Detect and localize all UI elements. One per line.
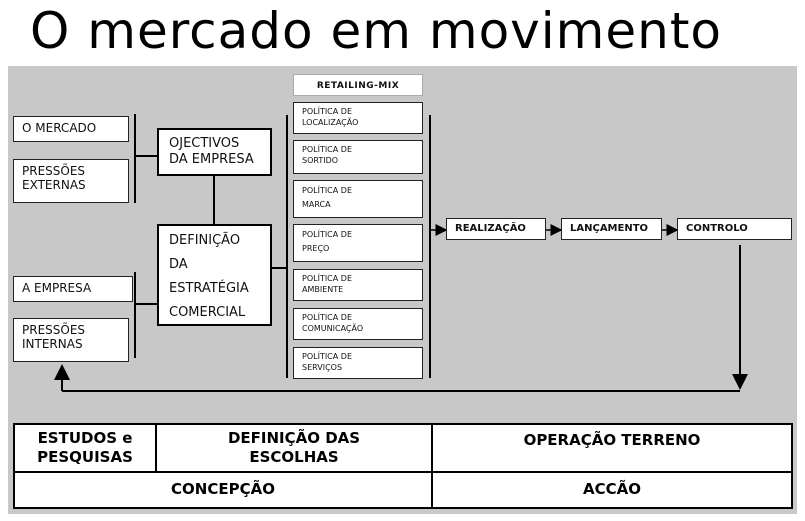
- definicao-line4: COMERCIAL: [169, 305, 246, 320]
- policy-line2: SORTIDO: [302, 156, 339, 165]
- pressoes-internas-line2: INTERNAS: [22, 337, 83, 351]
- step-controlo: CONTROLO: [677, 218, 792, 240]
- objectivos-line2: DA EMPRESA: [169, 152, 254, 167]
- cell-operacao-terreno: OPERAÇÃO TERRENO: [433, 425, 791, 473]
- policy-line1: POLÍTICA DE: [302, 145, 352, 154]
- cell-operacao-terreno-text: OPERAÇÃO TERRENO: [523, 431, 701, 449]
- policy-line1: POLÍTICA DE: [302, 107, 352, 116]
- phases-table: ESTUDOS e PESQUISAS DEFINIÇÃO DAS ESCOLH…: [13, 423, 793, 509]
- cell-estudos-text: ESTUDOS e PESQUISAS: [37, 429, 133, 466]
- pressoes-internas-line1: PRESSÕES: [22, 323, 86, 337]
- input-o-mercado: O MERCADO: [13, 116, 129, 142]
- cell-concepcao-text: CONCEPÇÃO: [171, 480, 275, 498]
- policy-marca: POLÍTICA DE MARCA: [293, 180, 423, 218]
- definicao-line1: DEFINIÇÃO: [169, 233, 241, 248]
- cell-estudos: ESTUDOS e PESQUISAS: [15, 425, 157, 473]
- policy-servicos: POLÍTICA DE SERVIÇOS: [293, 347, 423, 379]
- policy-line2: COMUNICAÇÃO: [302, 324, 364, 333]
- page-title: O mercado em movimento: [30, 2, 723, 60]
- policy-line1: POLÍTICA DE: [302, 274, 352, 283]
- step-lancamento: LANÇAMENTO: [561, 218, 662, 240]
- policy-line2: AMBIENTE: [302, 285, 344, 294]
- policy-ambiente: POLÍTICA DE AMBIENTE: [293, 269, 423, 301]
- input-pressoes-externas: PRESSÕES EXTERNAS: [13, 159, 129, 203]
- policy-comunicacao: POLÍTICA DE COMUNICAÇÃO: [293, 308, 423, 340]
- definicao-box: DEFINIÇÃO DA ESTRATÉGIA COMERCIAL: [157, 224, 272, 326]
- policy-line2: MARCA: [302, 200, 331, 209]
- cell-accao: ACCÃO: [433, 473, 791, 507]
- policy-line2: PREÇO: [302, 244, 330, 253]
- retailing-mix-header: RETAILING-MIX: [293, 74, 423, 96]
- policy-line1: POLÍTICA DE: [302, 186, 352, 195]
- policy-localizacao: POLÍTICA DE LOCALIZAÇÃO: [293, 102, 423, 134]
- cell-accao-text: ACCÃO: [583, 480, 641, 498]
- pressoes-externas-line2: EXTERNAS: [22, 178, 86, 192]
- objectivos-line1: OJECTIVOS: [169, 136, 240, 151]
- policy-line1: POLÍTICA DE: [302, 313, 352, 322]
- step-realizacao: REALIZAÇÃO: [446, 218, 546, 240]
- definicao-line3: ESTRATÉGIA: [169, 281, 249, 296]
- pressoes-externas-line1: PRESSÕES: [22, 164, 86, 178]
- cell-concepcao: CONCEPÇÃO: [15, 473, 433, 507]
- policy-line1: POLÍTICA DE: [302, 230, 352, 239]
- policy-sortido: POLÍTICA DE SORTIDO: [293, 140, 423, 174]
- input-a-empresa: A EMPRESA: [13, 276, 133, 302]
- objectivos-box: OJECTIVOS DA EMPRESA: [157, 128, 272, 176]
- cell-definicao-escolhas-text: DEFINIÇÃO DAS ESCOLHAS: [227, 429, 361, 466]
- policy-preco: POLÍTICA DE PREÇO: [293, 224, 423, 262]
- policy-line2: LOCALIZAÇÃO: [302, 118, 359, 127]
- policy-line2: SERVIÇOS: [302, 363, 343, 372]
- cell-definicao-escolhas: DEFINIÇÃO DAS ESCOLHAS: [157, 425, 433, 473]
- input-a-empresa-label: A EMPRESA: [22, 281, 92, 295]
- definicao-line2: DA: [169, 257, 188, 272]
- input-o-mercado-label: O MERCADO: [22, 121, 97, 135]
- policy-line1: POLÍTICA DE: [302, 352, 352, 361]
- input-pressoes-internas: PRESSÕES INTERNAS: [13, 318, 129, 362]
